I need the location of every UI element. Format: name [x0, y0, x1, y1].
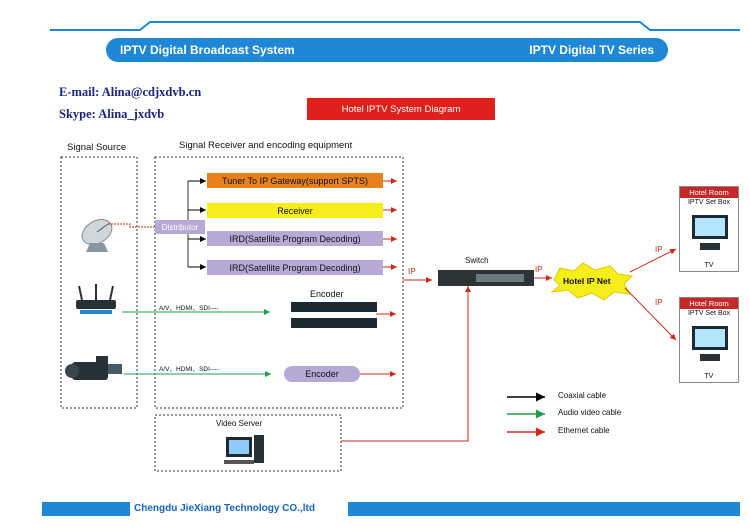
- receiver-encoding-box: [154, 156, 404, 409]
- hotel-ip-net-label: Hotel IP Net: [563, 276, 611, 286]
- header-right-title: IPTV Digital TV Series: [529, 43, 654, 57]
- hotel-ip-net-burst: [550, 262, 634, 301]
- distributor-box: Distributor: [155, 220, 205, 234]
- encoder-rack-icon: [291, 302, 377, 328]
- receiver-encoding-label: Signal Receiver and encoding equipment: [179, 140, 353, 151]
- legend-coaxial-label: Coaxial cable: [558, 391, 607, 400]
- router-icon: [76, 284, 116, 314]
- ip-label-4: IP: [655, 298, 663, 307]
- receiver-box: Receiver: [207, 203, 383, 218]
- video-server-label: Video Server: [216, 419, 263, 428]
- signal-source-label: Signal Source: [67, 142, 127, 153]
- signal-source-box: [60, 156, 138, 409]
- email-text: E-mail: Alina@cdjxdvb.cn: [59, 85, 202, 99]
- encoder-box: Encoder: [284, 366, 360, 382]
- video-camera-icon: [65, 356, 122, 380]
- hotel-room-2-tv-label: TV: [704, 373, 714, 380]
- hotel-room-1-tv-label: TV: [704, 262, 714, 269]
- legend-ethernet-label: Ethernet cable: [558, 426, 610, 435]
- switch-icon: [438, 270, 534, 286]
- video-server-box: [154, 414, 342, 472]
- tv-set-icon: [692, 326, 728, 361]
- diagram-title: Hotel IPTV System Diagram: [307, 98, 495, 120]
- header-decor-line: [50, 21, 740, 31]
- header-left-title: IPTV Digital Broadcast System: [120, 43, 295, 57]
- hotel-room-2-set-box-label: IPTV Set Box: [687, 310, 731, 317]
- ird-box-1: IRD(Satellite Program Decoding): [207, 231, 383, 246]
- switch-label: Switch: [465, 256, 489, 265]
- skype-text: Skype: Alina_jxdvb: [59, 107, 165, 121]
- satellite-dish-icon: [81, 219, 113, 252]
- video-server-pc-icon: [224, 435, 264, 464]
- footer-company: Chengdu JieXiang Technology CO.,ltd: [134, 503, 315, 514]
- legend-av-label: Audio video cable: [558, 408, 622, 417]
- header-banner: IPTV Digital Broadcast System IPTV Digit…: [106, 38, 668, 62]
- ip-label-3: IP: [655, 245, 663, 254]
- hotel-room-2: Hotel Room IPTV Set Box TV: [679, 297, 739, 383]
- hotel-room-1-title: Hotel Room: [680, 187, 738, 198]
- tv-set-icon: [692, 215, 728, 250]
- encoder-rack-label: Encoder: [310, 289, 344, 299]
- tuner-gateway-box: Tuner To IP Gateway(support SPTS): [207, 173, 383, 188]
- ip-label-1: IP: [408, 267, 416, 276]
- av-signal-label-2: A/V、HDMI、SDI----: [159, 366, 219, 373]
- ip-label-2: IP: [535, 265, 543, 274]
- hotel-room-1-set-box-label: IPTV Set Box: [687, 199, 731, 206]
- footer-bar-right: [348, 502, 740, 516]
- av-signal-label-1: A/V、HDMI、SDI----: [159, 305, 219, 312]
- hotel-room-2-title: Hotel Room: [680, 298, 738, 309]
- hotel-room-1: Hotel Room IPTV Set Box TV: [679, 186, 739, 272]
- ird-box-2: IRD(Satellite Program Decoding): [207, 260, 383, 275]
- footer-bar-left: [42, 502, 130, 516]
